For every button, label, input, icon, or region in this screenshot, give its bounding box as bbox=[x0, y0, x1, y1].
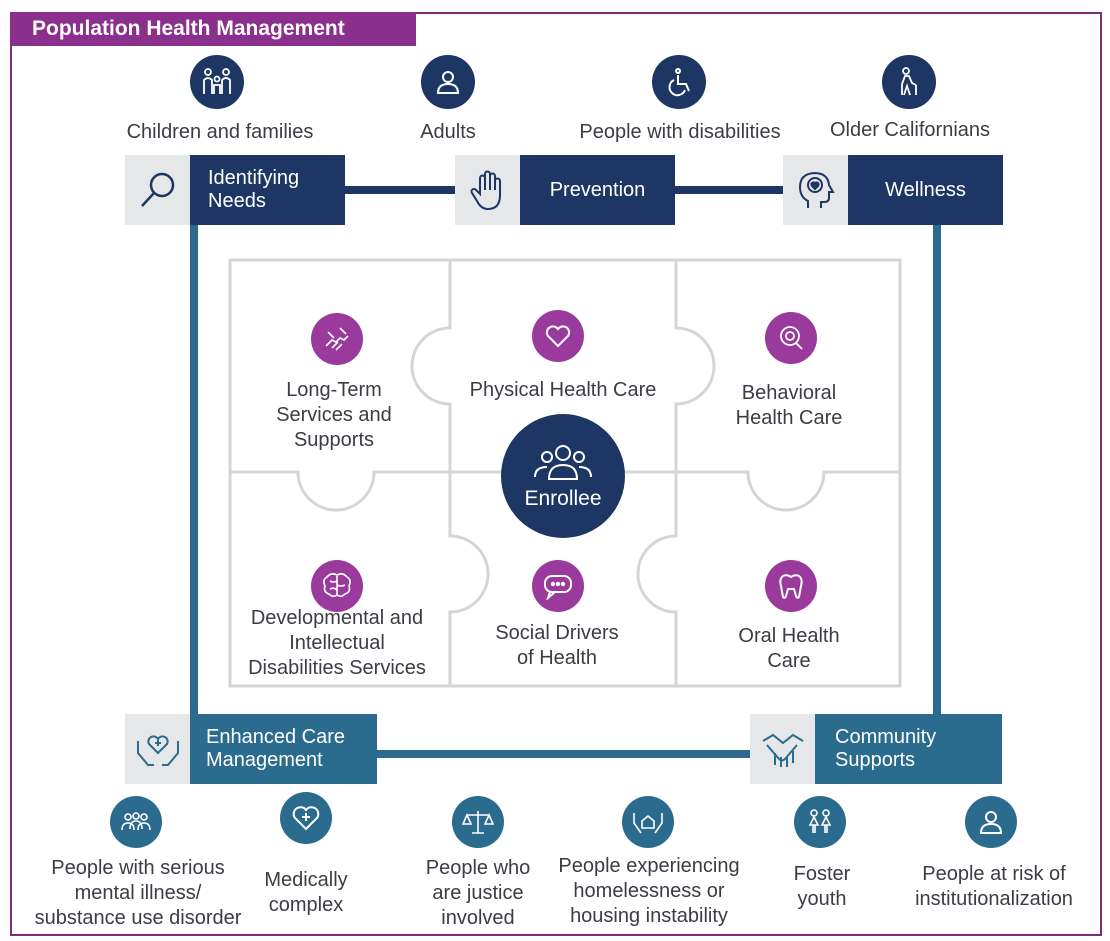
connector-line bbox=[375, 750, 755, 758]
label-line: youth bbox=[797, 888, 847, 910]
label-line: homelessness or bbox=[573, 880, 725, 902]
bottom-population-label: People at risk of institutionalization bbox=[896, 862, 1092, 912]
brain-icon bbox=[311, 560, 363, 612]
adult-person-icon bbox=[421, 55, 475, 109]
enrollee-label: Enrollee bbox=[524, 487, 602, 510]
bottom-population-label: People who are justice involved bbox=[414, 856, 542, 931]
stage-identifying-needs: Identifying Needs bbox=[125, 155, 345, 225]
connector-line bbox=[933, 225, 941, 720]
diagram-frame bbox=[10, 12, 1102, 936]
puzzle-label-line: Supports bbox=[293, 429, 375, 451]
stage-label: Supports bbox=[835, 749, 916, 771]
head-magnifier-icon bbox=[765, 312, 817, 364]
people-group-icon bbox=[534, 445, 592, 480]
hand-stop-icon bbox=[455, 155, 520, 225]
stage-label: Enhanced Care bbox=[206, 726, 345, 748]
stage-prevention: Prevention bbox=[455, 155, 675, 225]
stage-community-supports: Community Supports bbox=[750, 714, 1002, 784]
person-icon bbox=[965, 796, 1017, 848]
bottom-population-label: People experiencing homelessness or hous… bbox=[546, 854, 752, 929]
speech-bubble-icon bbox=[532, 560, 584, 612]
older-person-cane-icon bbox=[882, 55, 936, 109]
puzzle-label-developmental: Developmental and Intellectual Disabilit… bbox=[232, 606, 442, 681]
label-line: complex bbox=[268, 894, 344, 916]
puzzle-label-behavioral-health: Behavioral Health Care bbox=[700, 381, 878, 431]
label-line: are justice bbox=[432, 882, 524, 904]
handshake-icon bbox=[311, 313, 363, 365]
stage-label: Management bbox=[206, 749, 323, 771]
head-heart-icon bbox=[783, 155, 848, 225]
scales-icon bbox=[452, 796, 504, 848]
top-population-label: People with disabilities bbox=[579, 121, 781, 143]
enrollee-hub: Enrollee bbox=[501, 414, 625, 538]
label-line: People who bbox=[425, 857, 531, 879]
connector-line bbox=[190, 225, 198, 720]
puzzle-label-line: Long-Term bbox=[286, 379, 382, 401]
puzzle-label-line: Intellectual bbox=[289, 632, 385, 654]
bottom-population-label: Foster youth bbox=[770, 862, 874, 912]
puzzle-label-ltss: Long-Term Services and Supports bbox=[248, 378, 420, 453]
magnifier-icon bbox=[125, 155, 190, 225]
label-line: People experiencing bbox=[558, 855, 740, 877]
label-line: institutionalization bbox=[915, 888, 1073, 910]
family-icon bbox=[190, 55, 244, 109]
puzzle-label-line: Services and bbox=[276, 404, 392, 426]
puzzle-label-line: Social Drivers bbox=[495, 622, 619, 644]
hands-house-icon bbox=[622, 796, 674, 848]
connector-line bbox=[340, 186, 460, 194]
hands-heart-icon bbox=[125, 714, 190, 784]
puzzle-label-social-drivers: Social Drivers of Health bbox=[468, 621, 646, 671]
stage-label: Prevention bbox=[520, 155, 675, 225]
tooth-icon bbox=[765, 560, 817, 612]
stage-enhanced-care-management: Enhanced Care Management bbox=[125, 714, 377, 784]
handshake-icon bbox=[750, 714, 815, 784]
stage-label: Identifying bbox=[208, 167, 300, 189]
top-population-label: Older Californians bbox=[829, 119, 991, 141]
bottom-population-label: People with serious mental illness/ subs… bbox=[20, 856, 256, 931]
stage-wellness: Wellness bbox=[783, 155, 1003, 225]
bottom-population-label: Medically complex bbox=[246, 868, 366, 918]
stage-label: Needs bbox=[208, 190, 266, 212]
puzzle-label-oral-health: Oral Health Care bbox=[700, 624, 878, 674]
label-line: People with serious bbox=[51, 857, 225, 879]
puzzle-label-line: Oral Health bbox=[738, 625, 840, 647]
stage-label: Wellness bbox=[848, 155, 1003, 225]
heart-icon bbox=[532, 310, 584, 362]
puzzle-label-line: Behavioral bbox=[741, 382, 837, 404]
label-line: mental illness/ bbox=[74, 882, 202, 904]
puzzle-label-line: Disabilities Services bbox=[248, 657, 426, 679]
stage-label: Community bbox=[835, 726, 937, 748]
connector-line bbox=[670, 186, 790, 194]
top-population-label: Children and families bbox=[126, 121, 314, 143]
wheelchair-icon bbox=[652, 55, 706, 109]
puzzle-label-line: Developmental and bbox=[250, 607, 424, 629]
label-line: Foster bbox=[793, 863, 851, 885]
page-title: Population Health Management bbox=[10, 12, 416, 46]
label-line: People at risk of bbox=[922, 863, 1066, 885]
puzzle-label-line: Physical Health Care bbox=[469, 379, 657, 401]
group-people-icon bbox=[110, 796, 162, 848]
children-icon bbox=[794, 796, 846, 848]
label-line: housing instability bbox=[570, 905, 728, 927]
puzzle-label-physical-health: Physical Health Care bbox=[452, 378, 674, 403]
puzzle-label-line: Health Care bbox=[735, 407, 843, 429]
top-population-label: Adults bbox=[420, 121, 476, 143]
heart-plus-icon bbox=[280, 792, 332, 844]
puzzle-label-line: of Health bbox=[516, 647, 598, 669]
puzzle-label-line: Care bbox=[767, 650, 811, 672]
label-line: Medically bbox=[264, 869, 348, 891]
label-line: involved bbox=[441, 907, 515, 929]
label-line: substance use disorder bbox=[34, 907, 242, 929]
